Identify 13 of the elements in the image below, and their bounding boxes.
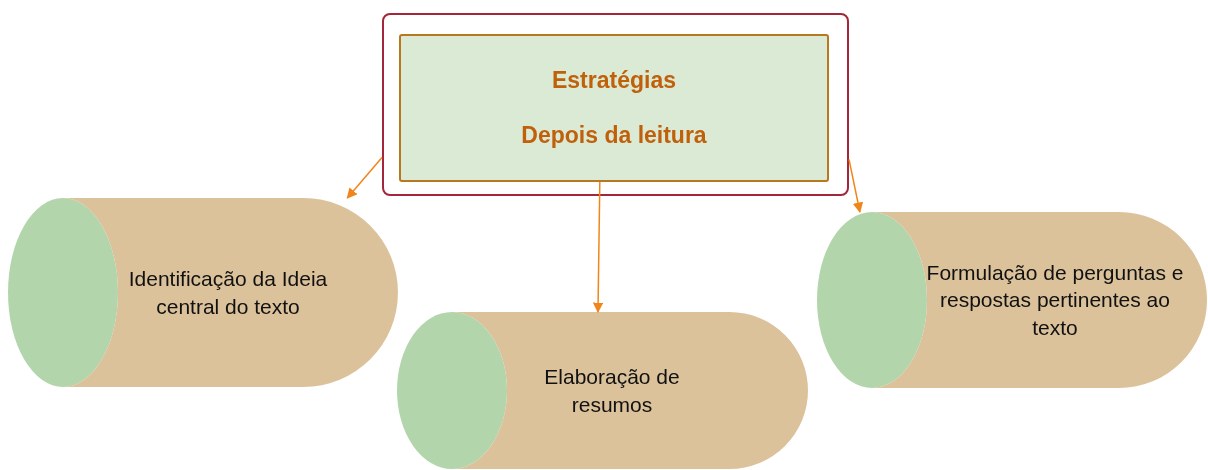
- arrow: [592, 181, 604, 314]
- cylinder-shape: [817, 212, 1207, 388]
- cylinder-shape: [8, 198, 398, 387]
- frame-box: [382, 13, 849, 196]
- cylinder-shape: [397, 312, 808, 469]
- node-label: Identificação da Ideia central do texto: [128, 266, 328, 320]
- node-label: Elaboração de resumos: [543, 364, 681, 418]
- title-box: [399, 34, 829, 182]
- heading-text: Depois da leitura: [521, 123, 707, 149]
- arrow: [848, 158, 864, 214]
- arrow: [346, 156, 383, 199]
- heading-text: Estratégias: [552, 67, 676, 93]
- node-label: Formulação de perguntas e respostas pertinentes ao texto: [925, 260, 1185, 341]
